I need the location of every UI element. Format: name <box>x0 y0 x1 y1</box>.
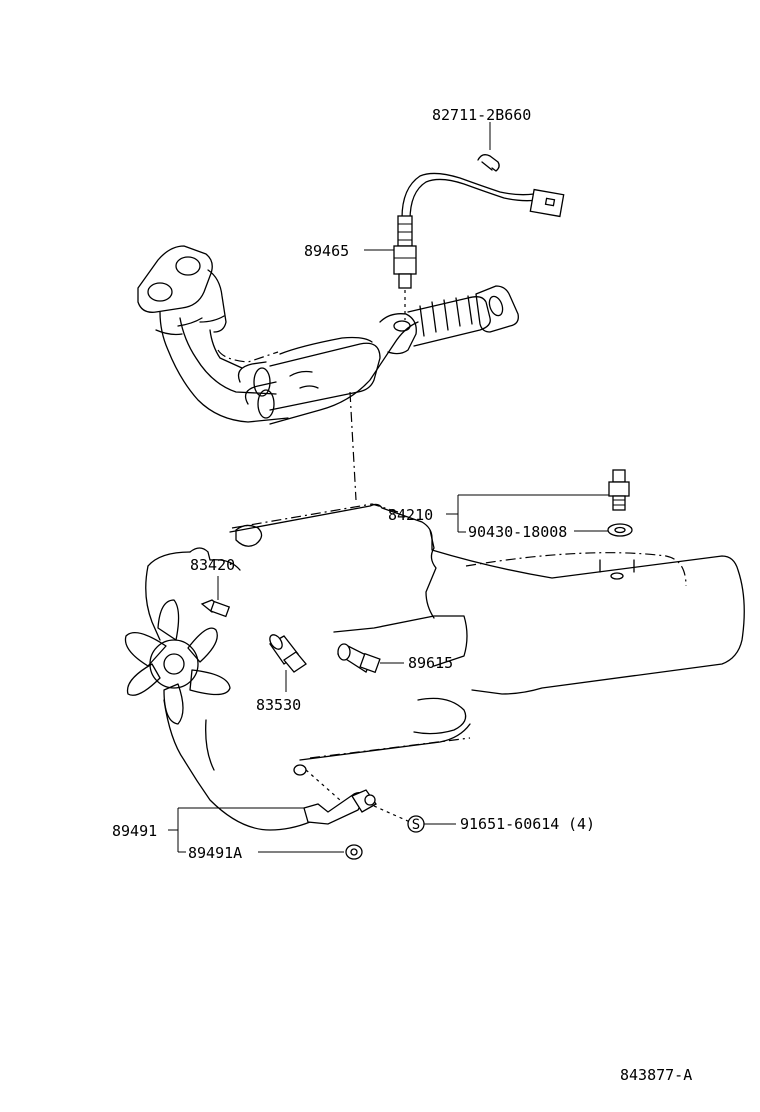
label-89465: 89465 <box>304 242 349 260</box>
clip-82711 <box>477 122 500 172</box>
label-89491a: 89491A <box>188 844 242 862</box>
sensor-89615 <box>336 643 404 674</box>
sensor-89491 <box>168 769 411 860</box>
bolt-91651: S <box>407 815 456 833</box>
label-90430-18008: 90430-18008 <box>468 523 567 541</box>
label-89615: 89615 <box>408 654 453 672</box>
label-82711-2b660: 82711-2B660 <box>432 106 531 124</box>
label-89491: 89491 <box>112 822 157 840</box>
exhaust-manifold <box>137 245 519 501</box>
engine-block <box>145 503 745 831</box>
label-83420: 83420 <box>190 556 235 574</box>
sensor-84210 <box>446 469 633 537</box>
label-91651-quantity: (4) <box>568 815 595 833</box>
cooling-fan <box>124 599 231 725</box>
label-84210: 84210 <box>388 506 433 524</box>
diagram-reference-number: 843877-A <box>620 1066 692 1084</box>
sensor-83530 <box>269 634 307 692</box>
sensor-83420 <box>200 576 231 618</box>
label-83530: 83530 <box>256 696 301 714</box>
oxygen-sensor-89465 <box>364 172 565 320</box>
bolt-symbol-s: S <box>412 817 420 833</box>
label-91651-60614: 91651-60614 <box>460 815 559 833</box>
